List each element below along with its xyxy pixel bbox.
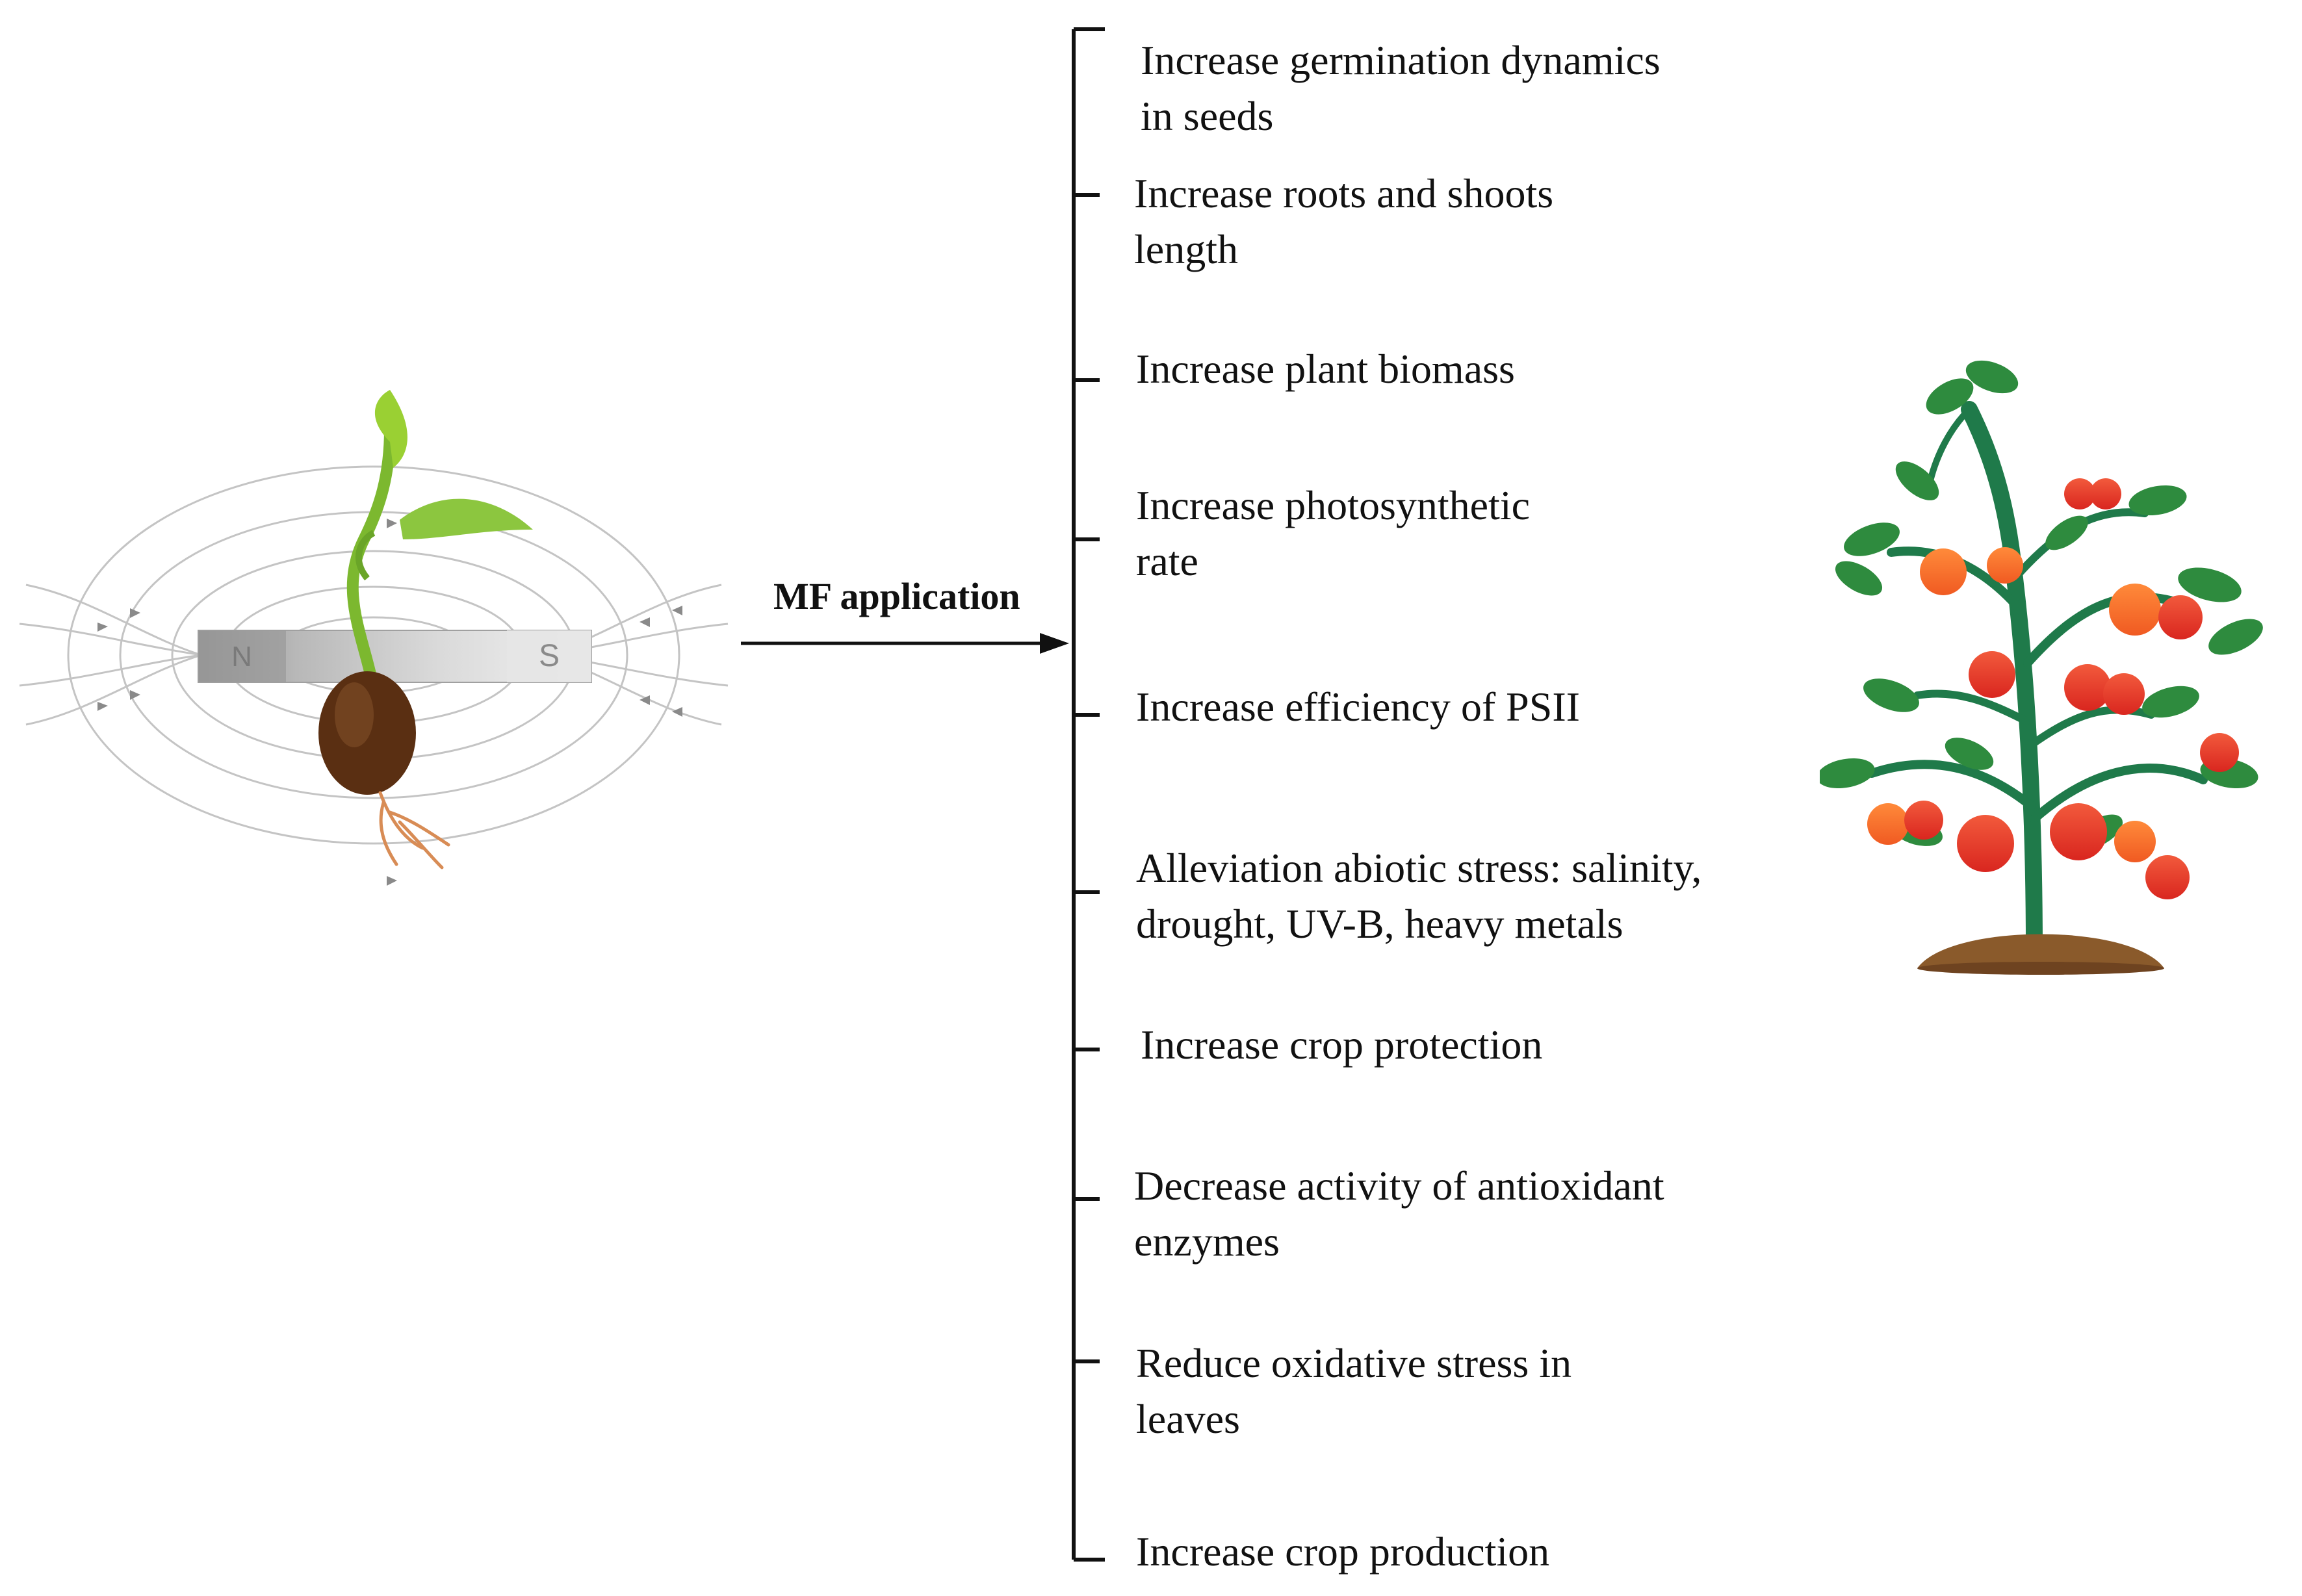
effect-psii: Increase efficiency of PSII bbox=[1136, 679, 1580, 735]
mf-arrow bbox=[741, 633, 1069, 654]
plant-leaves bbox=[1820, 360, 2263, 849]
effect-line: Increase photosynthetic bbox=[1136, 482, 1530, 528]
effects-bracket bbox=[1072, 27, 1105, 1562]
effect-line: Increase crop production bbox=[1136, 1528, 1550, 1575]
effect-line: Alleviation abiotic stress: salinity, bbox=[1136, 845, 1702, 891]
tomatoes bbox=[1867, 478, 2239, 899]
effect-oxidative-stress: Reduce oxidative stress in leaves bbox=[1136, 1335, 1571, 1447]
effect-line: enzymes bbox=[1134, 1218, 1280, 1265]
effect-abiotic-stress: Alleviation abiotic stress: salinity, dr… bbox=[1136, 840, 1701, 952]
mf-application-label: MF application bbox=[773, 575, 1020, 617]
effect-line: Increase crop protection bbox=[1141, 1022, 1543, 1068]
soil-mound bbox=[1917, 934, 2164, 975]
effect-line: leaves bbox=[1136, 1396, 1240, 1442]
effect-biomass: Increase plant biomass bbox=[1136, 341, 1515, 397]
effect-line: Increase plant biomass bbox=[1136, 346, 1515, 392]
effect-photosynthetic: Increase photosynthetic rate bbox=[1136, 478, 1530, 589]
effect-crop-protection: Increase crop protection bbox=[1141, 1017, 1542, 1073]
effect-line: Decrease activity of antioxidant bbox=[1134, 1163, 1664, 1209]
effect-line: Reduce oxidative stress in bbox=[1136, 1340, 1572, 1386]
effect-line: length bbox=[1134, 226, 1238, 272]
magnet-pole-n: N bbox=[231, 641, 252, 673]
effect-line: in seeds bbox=[1141, 93, 1274, 139]
magnet-seedling-illustration: N S bbox=[19, 390, 729, 886]
field-arrowheads bbox=[97, 519, 682, 886]
effect-line: rate bbox=[1136, 538, 1198, 584]
effect-line: Increase germination dynamics bbox=[1141, 37, 1661, 83]
tomato-plant-illustration bbox=[1820, 360, 2263, 975]
bar-magnet: N S bbox=[198, 630, 592, 683]
effect-crop-production: Increase crop production bbox=[1136, 1524, 1549, 1580]
seedling bbox=[318, 390, 533, 869]
effect-germination: Increase germination dynamics in seeds bbox=[1141, 32, 1661, 144]
magnet-pole-s: S bbox=[539, 639, 560, 673]
effect-antioxidant: Decrease activity of antioxidant enzymes bbox=[1134, 1158, 1664, 1270]
effect-roots-shoots: Increase roots and shoots length bbox=[1134, 166, 1553, 277]
effect-line: Increase roots and shoots bbox=[1134, 170, 1554, 216]
effect-line: drought, UV-B, heavy metals bbox=[1136, 901, 1623, 947]
effect-line: Increase efficiency of PSII bbox=[1136, 684, 1580, 730]
